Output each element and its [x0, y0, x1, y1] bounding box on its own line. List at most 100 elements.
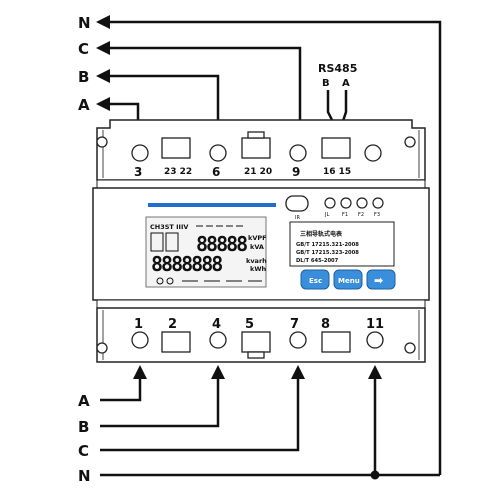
label-N-top: N — [78, 14, 91, 32]
terminal-block-8 — [321, 331, 351, 353]
bottom-line-labels: A B C N — [78, 392, 91, 485]
lcd-row1-unit: kVPF — [248, 234, 267, 242]
label-A-bottom: A — [78, 392, 90, 410]
arrow-up-11-icon — [368, 365, 382, 379]
terminal-screw-icon — [364, 144, 382, 162]
top-wiring — [100, 20, 442, 475]
mount-screw-icon — [96, 342, 108, 354]
terminal-screw-3-icon — [131, 144, 149, 162]
arrow-A-icon — [96, 97, 110, 111]
terminal-label-11: 11 — [366, 317, 384, 332]
lcd-row1-value: 88888 — [196, 232, 247, 256]
lcd-display: CH3ST IIIV 88888 kVPF kVA 8888888 kvarh … — [145, 216, 267, 288]
terminal-label-23-22: 23 22 — [164, 167, 192, 177]
terminal-block-16-15 — [321, 137, 351, 159]
lcd-bottom-icons — [156, 277, 262, 285]
terminal-label-6: 6 — [212, 165, 220, 179]
terminal-label-5: 5 — [245, 317, 254, 332]
lcd-row1-left: CH3ST IIIV — [150, 223, 188, 231]
wire-C-bottom — [100, 375, 300, 452]
led-f3-icon — [372, 197, 384, 209]
led-label-f1: F1 — [342, 212, 348, 218]
label-N-bottom: N — [78, 467, 91, 485]
wire-N — [100, 20, 442, 475]
led-f1-icon — [340, 197, 352, 209]
terminal-label-4: 4 — [212, 317, 221, 332]
next-arrow-icon: ➡ — [374, 274, 383, 287]
wire-B-top — [100, 74, 220, 128]
terminal-screw-7-icon — [289, 331, 307, 349]
terminal-block-21-20 — [241, 137, 271, 159]
panel-std2: GB/T 17215.323-2008 — [296, 250, 359, 256]
terminal-label-8: 8 — [321, 317, 330, 332]
label-C-bottom: C — [78, 442, 89, 460]
top-terminal-labels: 3 23 22 6 21 20 9 16 15 — [134, 165, 351, 179]
indicator-leds — [324, 197, 384, 209]
bottom-arrowheads — [133, 365, 382, 379]
arrow-B-icon — [96, 69, 110, 83]
terminal-label-16-15: 16 15 — [323, 167, 351, 177]
mount-screw-icon — [404, 136, 416, 148]
rs485-b-label: B — [322, 78, 330, 89]
status-bar — [148, 203, 276, 207]
panel-title: 三相导轨式电表 — [300, 230, 343, 238]
arrow-up-4-icon — [211, 365, 225, 379]
terminal-screw-6-icon — [209, 144, 227, 162]
info-panel: 三相导轨式电表 GB/T 17215.321-2008 GB/T 17215.3… — [289, 221, 395, 267]
led-label-f2: F2 — [358, 212, 364, 218]
terminal-tab-icon — [247, 351, 265, 359]
terminal-block-23-22 — [161, 137, 191, 159]
lcd-row2-unit2: kWh — [250, 265, 266, 273]
bottom-wiring — [100, 375, 440, 477]
arrow-up-1-icon — [133, 365, 147, 379]
terminal-screw-11-icon — [366, 331, 384, 349]
terminal-label-7: 7 — [290, 317, 299, 332]
ir-label: IR — [295, 215, 300, 221]
lcd-row2-value: 8888888 — [151, 252, 222, 276]
next-button[interactable]: ➡ — [366, 269, 396, 290]
terminal-tab-icon — [247, 131, 265, 139]
arrow-up-7-icon — [291, 365, 305, 379]
wire-B-bottom — [100, 375, 220, 428]
panel-std1: GB/T 17215.321-2008 — [296, 242, 359, 248]
led-f2-icon — [356, 197, 368, 209]
panel-std3: DL/T 645-2007 — [296, 258, 339, 264]
lcd-row1-unit2: kVA — [250, 243, 264, 251]
terminal-label-3: 3 — [134, 165, 142, 179]
label-B-top: B — [78, 68, 89, 86]
rs485-title: RS485 — [318, 62, 357, 75]
top-line-labels: N C B A — [78, 14, 91, 114]
wire-A-bottom — [100, 375, 142, 402]
menu-button-label: Menu — [338, 277, 360, 285]
mount-screw-icon — [96, 136, 108, 148]
terminal-label-9: 9 — [292, 165, 300, 179]
terminal-screw-1-icon — [131, 331, 149, 349]
esc-button[interactable]: Esc — [300, 269, 330, 290]
wire-C-top — [100, 46, 302, 128]
arrow-C-icon — [96, 41, 110, 55]
terminal-label-2: 2 — [168, 317, 177, 332]
terminal-label-21-20: 21 20 — [244, 167, 272, 177]
label-A-top: A — [78, 96, 90, 114]
top-arrowheads — [96, 15, 110, 111]
lcd-phone-icon — [156, 277, 164, 285]
control-buttons: Esc Menu ➡ — [300, 269, 396, 290]
rs485-connection: RS485 B A — [318, 62, 357, 140]
terminal-block-5 — [241, 331, 271, 353]
terminal-screw-4-icon — [209, 331, 227, 349]
label-C-top: C — [78, 40, 89, 58]
lcd-clock-icon — [166, 277, 174, 285]
led-label-f3: F3 — [374, 212, 380, 218]
terminal-label-1: 1 — [134, 317, 143, 332]
label-B-bottom: B — [78, 418, 89, 436]
ir-window-icon — [285, 195, 309, 212]
led-jl-icon — [324, 197, 336, 209]
arrow-N-icon — [96, 15, 110, 29]
led-label-jl: JL — [324, 212, 329, 218]
top-terminals — [96, 131, 416, 162]
terminal-block-2 — [161, 331, 191, 353]
esc-button-label: Esc — [309, 277, 322, 285]
bottom-terminals — [96, 331, 416, 359]
menu-button[interactable]: Menu — [333, 269, 363, 290]
